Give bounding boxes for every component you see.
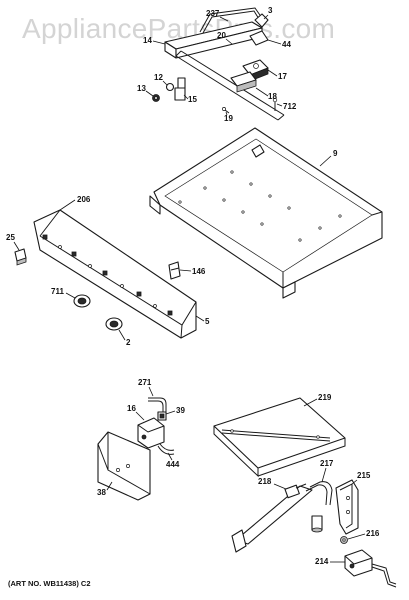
part-216-screw[interactable] [340,536,348,544]
part-15-valve-top [177,77,186,89]
label-38: 38 [97,488,106,497]
label-271: 271 [138,378,152,387]
label-5: 5 [205,317,210,326]
label-14: 14 [143,36,152,45]
label-25: 25 [6,233,15,242]
label-237: 237 [206,9,220,18]
label-44: 44 [282,40,291,49]
part-218-igniter[interactable] [284,483,307,499]
part-711-bushing[interactable] [73,294,91,308]
part-9-burner-box[interactable] [149,127,383,299]
label-15: 15 [188,95,197,104]
label-18: 18 [268,92,277,101]
label-9: 9 [333,149,338,158]
part-237-tube[interactable] [199,7,263,33]
manifold-assembly [152,7,285,121]
part-3-elbow[interactable] [254,13,269,28]
label-206: 206 [77,195,91,204]
part-12-fitting[interactable] [165,82,175,92]
label-16: 16 [127,404,136,413]
part-314-spacer[interactable] [311,515,323,533]
label-3: 3 [268,6,273,15]
part-237-tube-inner [202,10,260,34]
part-16-valve-body[interactable] [137,417,165,449]
label-17: 17 [278,72,287,81]
callout-labels: 237 3 14 20 44 17 12 13 15 18 712 19 9 2… [6,6,380,566]
label-12: 12 [154,73,163,82]
label-214: 214 [315,557,329,566]
part-146-clip[interactable] [168,261,181,280]
part-20-manifold-line-b [180,50,285,116]
label-218: 218 [258,477,272,486]
part-15-valve[interactable] [174,87,186,101]
part-17-port [253,63,259,69]
label-711: 711 [51,287,64,296]
part-5-holes [42,234,173,316]
part-18-block-side [236,79,257,93]
part-19-screw[interactable] [224,109,230,114]
part-19-screw-head [222,107,226,111]
part-215-bracket[interactable] [335,479,359,535]
part-9-front-flange [282,281,296,299]
part-219-baffle[interactable] [213,397,346,478]
label-20: 20 [217,31,226,40]
label-217: 217 [320,459,334,468]
label-219: 219 [318,393,332,402]
part-9-left-flange [149,195,161,215]
label-215: 215 [357,471,371,480]
label-19: 19 [224,114,233,123]
part-39-fitting[interactable] [157,411,167,421]
label-2: 2 [126,338,131,347]
part-20-manifold-line-a [175,55,279,121]
label-146: 146 [192,267,206,276]
label-444: 444 [166,460,180,469]
part-214-valve[interactable] [344,549,397,588]
part-2-bushing[interactable] [105,317,123,331]
part-712-pin-head [272,97,278,103]
label-13: 13 [137,84,146,93]
label-39: 39 [176,406,185,415]
part-271-tube[interactable] [148,397,167,418]
part-25-clip[interactable] [14,248,27,266]
part-9-arrow-tab [251,144,265,158]
part-5-fold-end [180,324,183,339]
art-number-note: (ART NO. WB11438) C2 [8,579,91,588]
part-5-top-edge [39,209,61,237]
part-20-manifold-caps [175,50,285,121]
label-712: 712 [283,102,297,111]
label-216: 216 [366,529,380,538]
part-217-tube-burner[interactable] [231,481,333,553]
part-9-outline [153,127,383,289]
part-9-right-lip [371,211,383,216]
part-9-holes [178,170,342,242]
part-13-nut-hole [154,96,158,100]
part-444-orifice[interactable] [157,443,175,455]
